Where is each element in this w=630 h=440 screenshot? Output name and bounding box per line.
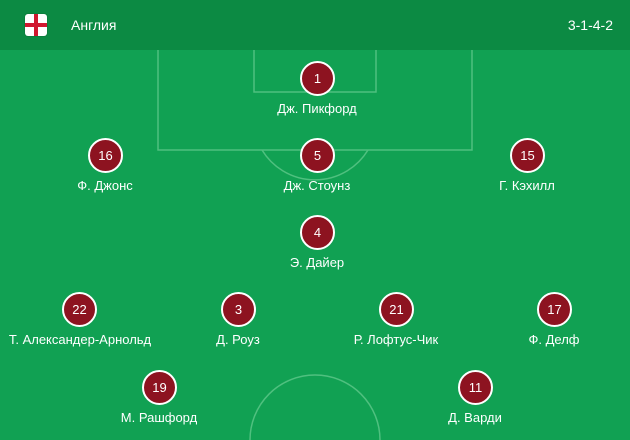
player-name: Р. Лофтус-Чик bbox=[353, 332, 439, 347]
penalty-arc bbox=[261, 149, 369, 181]
player-number-badge: 21 bbox=[379, 292, 414, 327]
player-name: Д. Варди bbox=[448, 410, 502, 425]
center-circle bbox=[249, 374, 381, 440]
player-name: Г. Кэхилл bbox=[499, 178, 555, 193]
england-flag-icon bbox=[25, 14, 47, 36]
player-number-badge: 3 bbox=[221, 292, 256, 327]
player-number-badge: 16 bbox=[88, 138, 123, 173]
player-name: Ф. Делф bbox=[528, 332, 580, 347]
player-name: М. Рашфорд bbox=[120, 410, 198, 425]
player-number-badge: 19 bbox=[142, 370, 177, 405]
player-name: Дж. Пикфорд bbox=[277, 101, 357, 116]
player-name: Ф. Джонс bbox=[77, 178, 133, 193]
player-name: Д. Роуз bbox=[216, 332, 260, 347]
team-header: Англия 3-1-4-2 bbox=[0, 0, 630, 50]
player-number-badge: 4 bbox=[300, 215, 335, 250]
team-name: Англия bbox=[71, 17, 117, 33]
player-number-badge: 22 bbox=[62, 292, 97, 327]
player-number-badge: 1 bbox=[300, 61, 335, 96]
player-name: Э. Дайер bbox=[289, 255, 345, 270]
player-number-badge: 11 bbox=[458, 370, 493, 405]
player-number-badge: 17 bbox=[537, 292, 572, 327]
player-number-badge: 15 bbox=[510, 138, 545, 173]
player-number-badge: 5 bbox=[300, 138, 335, 173]
player-name: Дж. Стоунз bbox=[283, 178, 351, 193]
player-name: Т. Александер-Арнольд bbox=[8, 332, 152, 347]
formation-label: 3-1-4-2 bbox=[567, 17, 613, 33]
